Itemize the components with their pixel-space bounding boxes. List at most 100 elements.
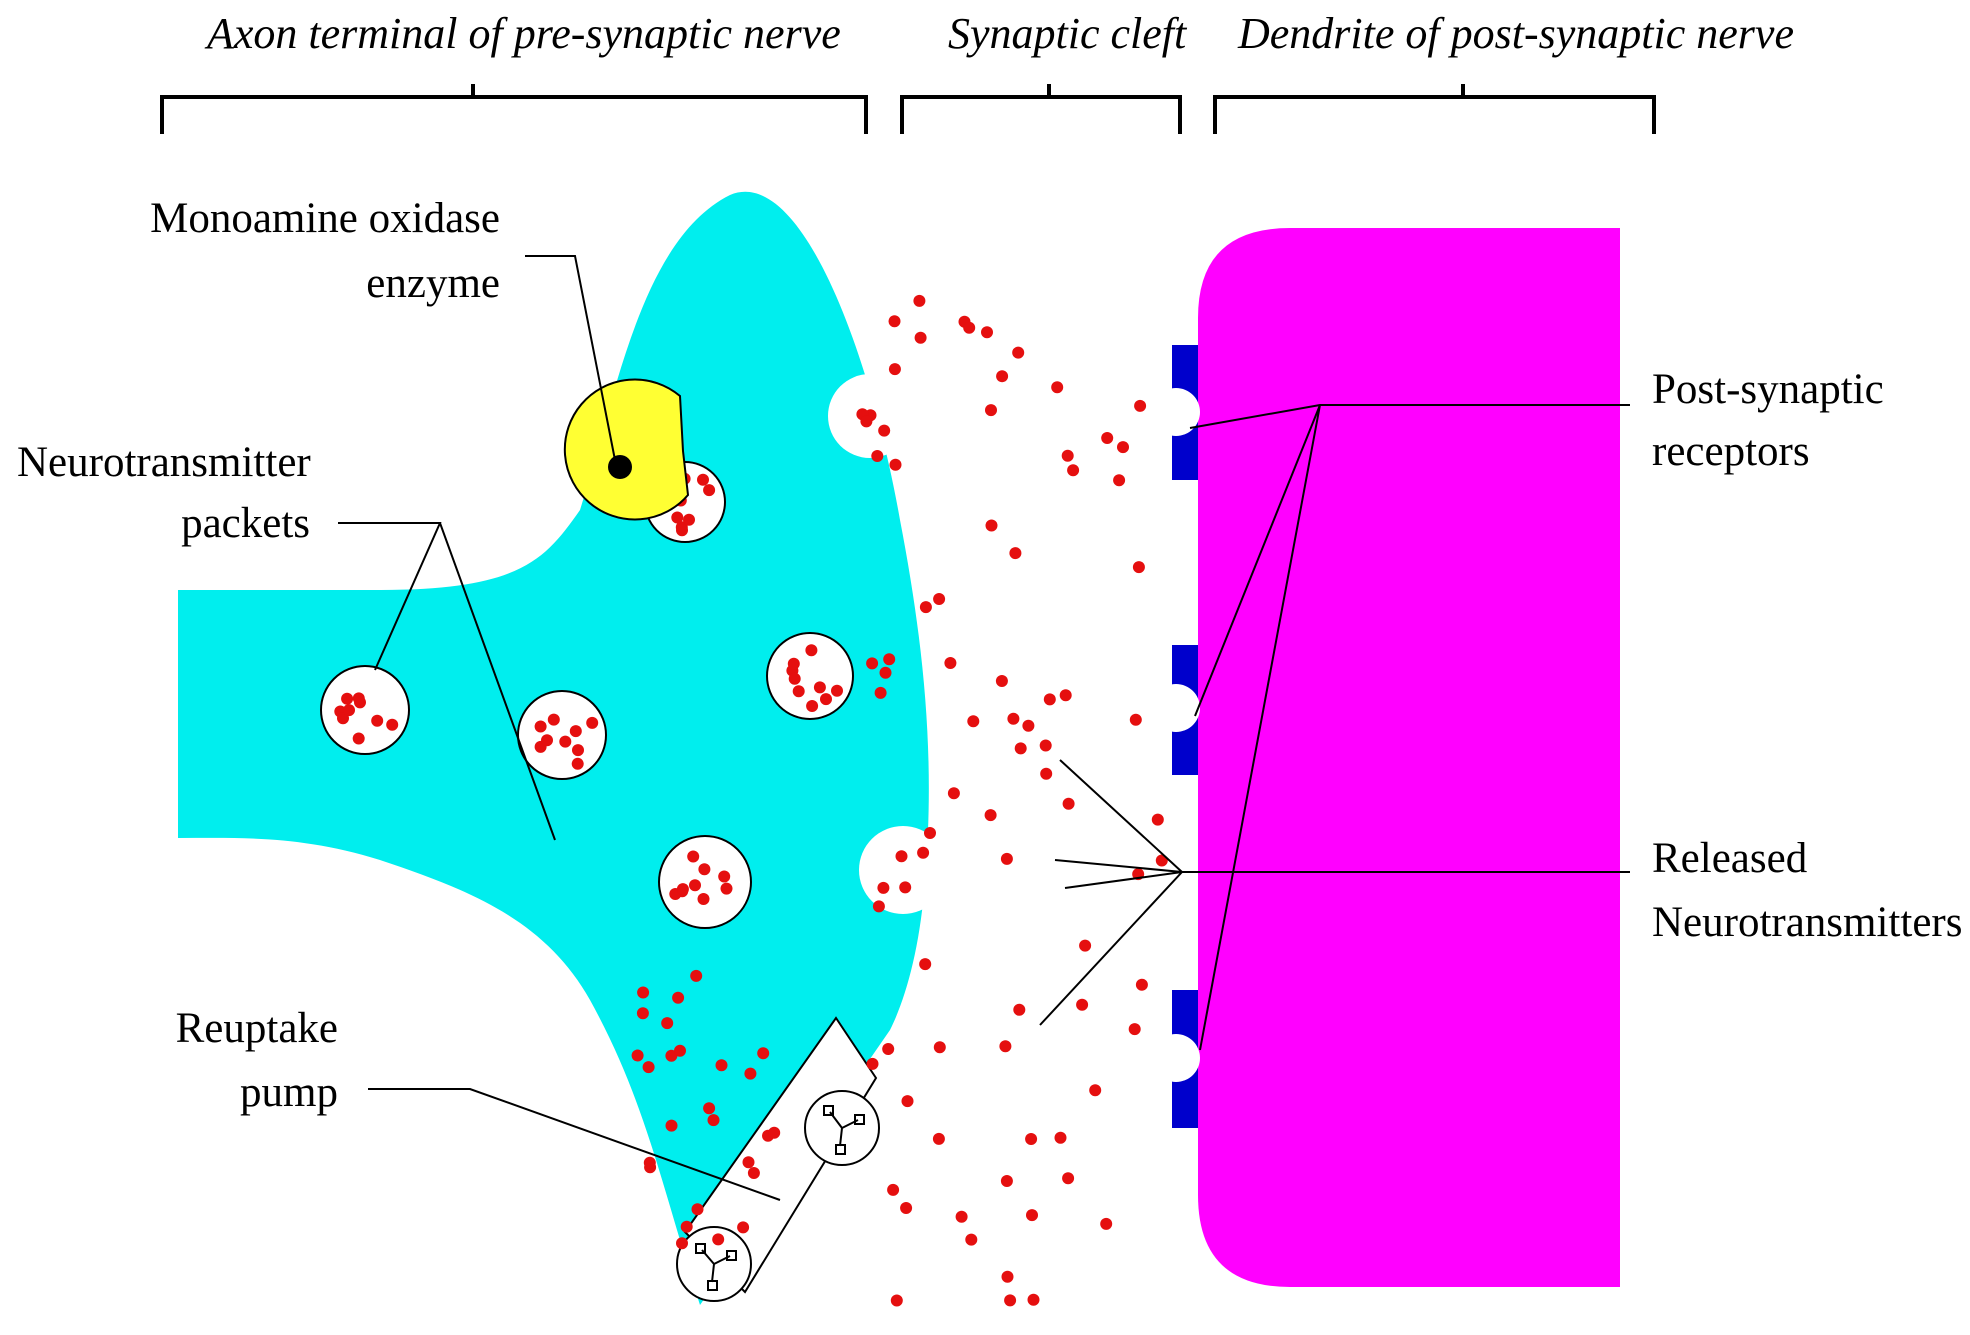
- label-reuptake: Reuptake: [176, 1005, 338, 1052]
- neurotransmitter-dot: [871, 450, 883, 462]
- neurotransmitter-dot: [1040, 740, 1052, 752]
- neurotransmitter-dot: [666, 1120, 678, 1132]
- neurotransmitter-dot: [1089, 1084, 1101, 1096]
- neurotransmitter-dot: [1076, 999, 1088, 1011]
- neurotransmitter-dot: [956, 1211, 968, 1223]
- neurotransmitter-dot: [1055, 1132, 1067, 1144]
- bracket-axon-terminal: [162, 84, 866, 134]
- neurotransmitter-dot: [386, 719, 398, 731]
- neurotransmitter-dot: [820, 693, 832, 705]
- neurotransmitter-dot: [934, 1041, 946, 1053]
- monoamine-oxidase-enzyme: [565, 379, 688, 519]
- neurotransmitter-dot: [867, 1058, 879, 1070]
- receptor: [1152, 645, 1200, 775]
- neurotransmitter-dot: [875, 687, 887, 699]
- neurotransmitter-dot: [703, 1102, 715, 1114]
- neurotransmitter-dot: [535, 721, 547, 733]
- neurotransmitter-dot: [341, 693, 353, 705]
- label-monoamine-oxidase: Monoamine oxidase: [150, 195, 500, 242]
- neurotransmitter-dot: [967, 715, 979, 727]
- neurotransmitter-dot: [965, 1234, 977, 1246]
- enzyme-eye-icon: [608, 455, 632, 479]
- neurotransmitter-dot: [899, 881, 911, 893]
- neurotransmitter-dot: [1117, 441, 1129, 453]
- neurotransmitter-dot: [1136, 979, 1148, 991]
- neurotransmitter-dot: [882, 1043, 894, 1055]
- vesicle: [321, 666, 409, 754]
- receptor: [1152, 345, 1200, 480]
- neurotransmitter-dot: [890, 459, 902, 471]
- label-receptors: receptors: [1652, 428, 1810, 475]
- neurotransmitter-dot: [1129, 1023, 1141, 1035]
- neurotransmitter-dot: [900, 1202, 912, 1214]
- neurotransmitter-dot: [674, 1045, 686, 1057]
- neurotransmitter-dot: [690, 970, 702, 982]
- neurotransmitter-dot: [996, 370, 1008, 382]
- label-enzyme: enzyme: [366, 260, 500, 307]
- neurotransmitter-dot: [793, 685, 805, 697]
- neurotransmitter-dot: [548, 714, 560, 726]
- neurotransmitter-dot: [873, 900, 885, 912]
- neurotransmitter-dot: [1113, 474, 1125, 486]
- post-synaptic-receptors: [1152, 345, 1200, 1128]
- neurotransmitter-dot: [788, 658, 800, 670]
- neurotransmitter-dot: [698, 893, 710, 905]
- neurotransmitter-dot: [789, 673, 801, 685]
- neurotransmitter-dot: [721, 883, 733, 895]
- label-released: Released: [1652, 835, 1807, 882]
- neurotransmitter-dot: [570, 725, 582, 737]
- neurotransmitter-dot: [806, 700, 818, 712]
- neurotransmitter-dot: [748, 1167, 760, 1179]
- neurotransmitter-dot: [1079, 940, 1091, 952]
- neurotransmitter-dot: [891, 1295, 903, 1307]
- neurotransmitter-dot: [353, 692, 365, 704]
- neurotransmitter-dot: [1001, 1175, 1013, 1187]
- receptor: [1152, 990, 1200, 1128]
- neurotransmitter-dot: [878, 425, 890, 437]
- neurotransmitter-dot: [671, 512, 683, 524]
- neurotransmitter-dot: [676, 524, 688, 536]
- neurotransmitter-dot: [689, 879, 701, 891]
- neurotransmitter-dot: [1040, 768, 1052, 780]
- label-neurotransmitters: Neurotransmitters: [1652, 899, 1962, 946]
- neurotransmitter-dot: [913, 295, 925, 307]
- label-post-synaptic: Post-synaptic: [1652, 366, 1884, 413]
- label-neurotransmitter-packets: Neurotransmitter: [17, 439, 311, 486]
- neurotransmitter-dot: [1101, 432, 1113, 444]
- neurotransmitter-dot: [1152, 814, 1164, 826]
- neurotransmitter-dot: [948, 787, 960, 799]
- neurotransmitter-dot: [768, 1127, 780, 1139]
- header-axon-terminal: Axon terminal of pre-synaptic nerve: [204, 9, 841, 58]
- neurotransmitter-dot: [1067, 464, 1079, 476]
- neurotransmitter-dot: [683, 514, 695, 526]
- neurotransmitter-dot: [681, 1221, 693, 1233]
- neurotransmitter-dot: [632, 1050, 644, 1062]
- neurotransmitter-dot: [1133, 561, 1145, 573]
- neurotransmitter-dot: [743, 1156, 755, 1168]
- neurotransmitter-dot: [831, 685, 843, 697]
- vesicle: [659, 836, 751, 928]
- neurotransmitter-dot: [672, 992, 684, 1004]
- neurotransmitter-dot: [637, 1007, 649, 1019]
- neurotransmitter-dot: [887, 1184, 899, 1196]
- neurotransmitter-dot: [637, 987, 649, 999]
- header-synaptic-cleft: Synaptic cleft: [948, 9, 1188, 58]
- neurotransmitter-dot: [889, 363, 901, 375]
- neurotransmitter-dot: [744, 1068, 756, 1080]
- neurotransmitter-dot: [915, 332, 927, 344]
- neurotransmitter-dot: [757, 1047, 769, 1059]
- neurotransmitter-dot: [371, 715, 383, 727]
- neurotransmitter-dot: [708, 1114, 720, 1126]
- neurotransmitter-dot: [541, 734, 553, 746]
- neurotransmitter-dot: [986, 520, 998, 532]
- neurotransmitter-dot: [919, 958, 931, 970]
- neurotransmitter-dot: [920, 601, 932, 613]
- neurotransmitter-dot: [805, 644, 817, 656]
- neurotransmitter-dot: [1100, 1218, 1112, 1230]
- bracket-synaptic-cleft: [902, 84, 1180, 134]
- label-packets: packets: [181, 500, 310, 547]
- neurotransmitter-dot: [572, 744, 584, 756]
- neurotransmitter-dot: [676, 1237, 688, 1249]
- neurotransmitter-dot: [353, 733, 365, 745]
